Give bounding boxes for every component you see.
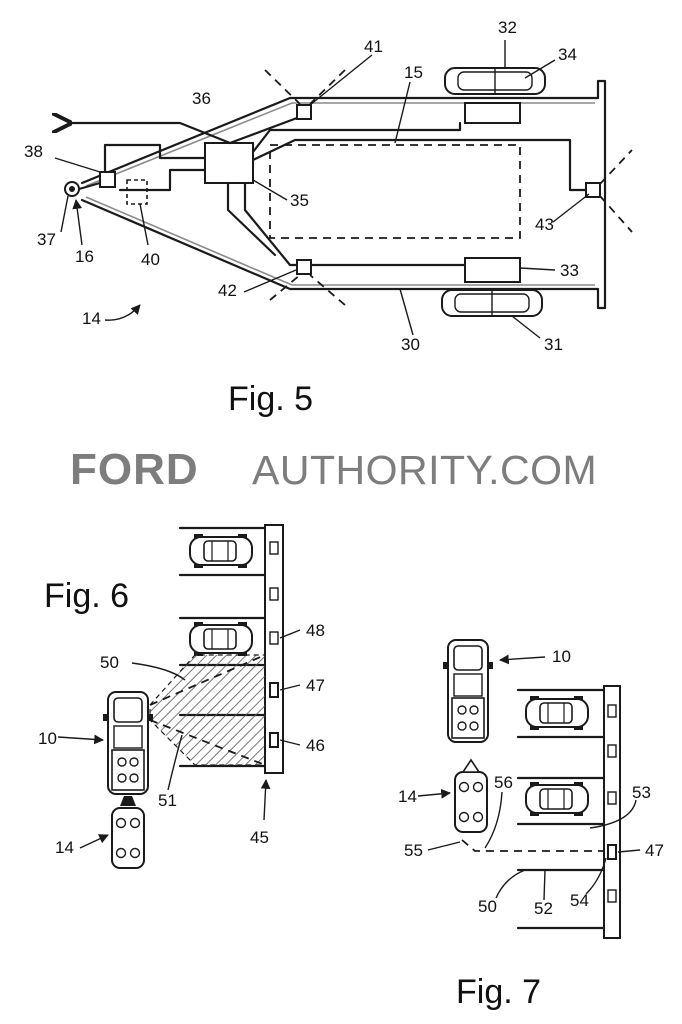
figure-5-trailer-diagram: 32 34 41 15 36 38 35 43 37 16 40 33 42 1…: [24, 18, 632, 418]
figure-7-parking-path: 10 14 56 53 47 55: [398, 640, 664, 1011]
label-15: 15: [404, 63, 423, 82]
fig7-label-52: 52: [534, 899, 553, 918]
label-32: 32: [498, 18, 517, 37]
fig6-label-48: 48: [306, 621, 325, 640]
fig7-label-47: 47: [645, 841, 664, 860]
trailer-14: [112, 808, 144, 868]
wheel-32: [445, 68, 545, 94]
fig7-label-50: 50: [478, 897, 497, 916]
fender-33: [465, 258, 520, 282]
label-41: 41: [364, 37, 383, 56]
fig7-caption: Fig. 7: [456, 973, 541, 1011]
control-unit: [205, 143, 253, 183]
fig6-label-50: 50: [100, 653, 119, 672]
fig6-label-47: 47: [306, 676, 325, 695]
parked-car-2: [190, 622, 252, 656]
fig6-label-51: 51: [158, 791, 177, 810]
label-38: 38: [24, 142, 43, 161]
marker-47: [270, 683, 278, 697]
fig7-label-14: 14: [398, 787, 417, 806]
fig6-label-14: 14: [55, 838, 74, 857]
marker-46: [270, 733, 278, 747]
fig6-label-46: 46: [306, 736, 325, 755]
parked-car-fig7-2: [526, 782, 588, 816]
wheel-31: [442, 290, 542, 316]
fig7-label-54: 54: [570, 891, 589, 910]
sensor-41: [297, 105, 311, 119]
watermark-brand: FORD: [70, 445, 199, 494]
label-31: 31: [544, 335, 563, 354]
marker-47-fig7: [608, 845, 616, 859]
truck-10: [103, 692, 153, 794]
reverse-path: [462, 840, 604, 851]
parked-car-fig7-1: [526, 696, 588, 730]
label-36: 36: [192, 89, 211, 108]
fig7-label-53: 53: [632, 783, 651, 802]
parking-wall-fig7: [604, 686, 620, 938]
label-42: 42: [218, 281, 237, 300]
ford-authority-watermark: FORD AUTHORITY.COM: [70, 445, 597, 494]
hitch-box-40: [127, 180, 147, 204]
label-40: 40: [141, 250, 160, 269]
fig6-caption: Fig. 6: [44, 577, 129, 615]
label-43: 43: [535, 215, 554, 234]
label-14: 14: [82, 309, 101, 328]
truck-10-fig7: [443, 640, 493, 742]
label-34: 34: [558, 45, 577, 64]
fig7-label-10: 10: [552, 647, 571, 666]
fig6-label-10: 10: [38, 729, 57, 748]
fender-34: [465, 103, 520, 123]
label-37: 37: [37, 230, 56, 249]
label-35: 35: [290, 191, 309, 210]
label-16: 16: [75, 247, 94, 266]
fig7-label-55: 55: [404, 841, 423, 860]
fig5-caption: Fig. 5: [228, 380, 313, 418]
hitch-box-38: [100, 172, 115, 187]
label-33: 33: [560, 261, 579, 280]
sensor-42: [297, 260, 311, 274]
watermark-rest: AUTHORITY.COM: [252, 447, 597, 493]
fig6-label-45: 45: [250, 828, 269, 847]
fig7-label-56: 56: [494, 773, 513, 792]
figure-6-parking-scan: Fig. 6 48 50 47: [38, 525, 325, 868]
parked-car-1: [190, 534, 252, 568]
label-30: 30: [401, 335, 420, 354]
trailer-14-fig7: [455, 772, 487, 832]
